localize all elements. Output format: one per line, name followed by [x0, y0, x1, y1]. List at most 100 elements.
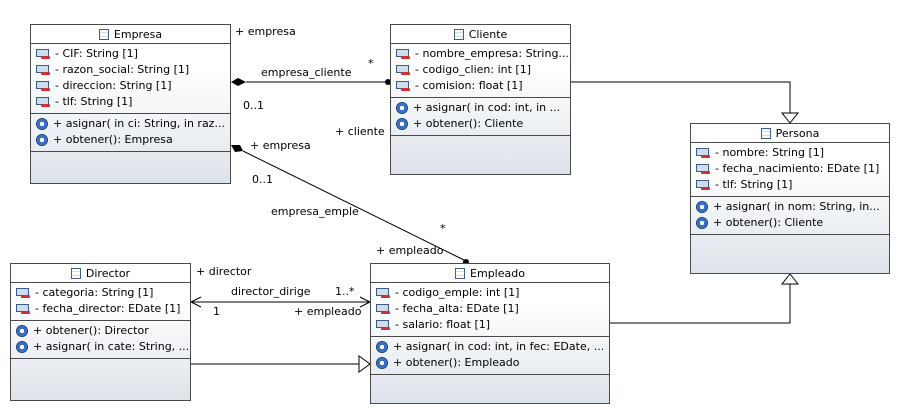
operation-gear-icon — [696, 217, 708, 229]
operation-row[interactable]: + asignar( in cod: int, in ... — [391, 100, 570, 116]
operation-text: + asignar( in cod: int, in ... — [413, 101, 561, 114]
class-empleado[interactable]: Empleado - codigo_emple: int [1] - fecha… — [370, 263, 610, 404]
attribute-text: - nombre_empresa: String... — [415, 47, 569, 60]
attribute-icon — [696, 179, 710, 191]
operation-gear-icon — [16, 325, 28, 337]
composition-diamond-empresa-empleado — [231, 145, 243, 152]
attributes-section: - codigo_emple: int [1] - fecha_alta: ED… — [371, 283, 609, 337]
open-arrow-director — [189, 296, 202, 308]
attribute-row[interactable]: - salario: float [1] — [371, 317, 609, 333]
class-director[interactable]: Director - categoria: String [1] - fecha… — [10, 263, 191, 401]
attribute-icon — [16, 287, 30, 299]
class-header[interactable]: Persona — [691, 124, 889, 143]
attribute-icon — [16, 303, 30, 315]
attribute-row[interactable]: - categoria: String [1] — [11, 285, 190, 301]
class-icon — [98, 29, 109, 40]
attribute-text: - direccion: String [1] — [55, 79, 172, 92]
association-empresa-emple-label: empresa_emple — [271, 205, 359, 218]
attribute-icon — [396, 48, 410, 60]
attribute-row[interactable]: - codigo_clien: int [1] — [391, 62, 570, 78]
class-name: Cliente — [468, 28, 508, 41]
attribute-icon — [696, 163, 710, 175]
attribute-icon — [36, 64, 50, 76]
attribute-text: - categoria: String [1] — [35, 286, 154, 299]
generalization-arrow-empleado — [780, 273, 800, 285]
class-icon — [455, 268, 466, 279]
attribute-text: - CIF: String [1] — [55, 47, 138, 60]
attribute-text: - fecha_alta: EDate [1] — [395, 302, 519, 315]
operation-row[interactable]: + obtener(): Cliente — [391, 116, 570, 132]
role-director: + director — [196, 265, 252, 278]
operation-row[interactable]: + asignar( in nom: String, in... — [691, 199, 889, 215]
attribute-row[interactable]: - codigo_emple: int [1] — [371, 285, 609, 301]
operations-section: + asignar( in cod: int, in fec: EDate, .… — [371, 337, 609, 375]
composition-diamond-empresa-cliente — [231, 78, 246, 86]
edge-empresa-empleado[interactable] — [242, 150, 467, 262]
generalization-arrow-director — [358, 355, 371, 373]
operation-row[interactable]: + asignar( in ci: String, in raz... — [31, 116, 230, 132]
role-empleado: + empleado — [294, 305, 362, 318]
operation-text: + obtener(): Cliente — [713, 216, 824, 229]
attribute-row[interactable]: - razon_social: String [1] — [31, 62, 230, 78]
class-header[interactable]: Cliente — [391, 25, 570, 44]
attribute-text: - tlf: String [1] — [715, 178, 793, 191]
operation-row[interactable]: + asignar( in cate: String, ... — [11, 339, 190, 355]
operation-gear-icon — [396, 102, 408, 114]
attribute-icon — [376, 287, 390, 299]
role-empleado-top: + empleado — [376, 244, 444, 257]
attribute-row[interactable]: - CIF: String [1] — [31, 46, 230, 62]
operation-gear-icon — [16, 341, 28, 353]
attribute-icon — [696, 147, 710, 159]
operation-gear-icon — [36, 118, 48, 130]
association-director-dirige-label: director_dirige — [231, 285, 311, 298]
attribute-text: - codigo_clien: int [1] — [415, 63, 532, 76]
role-cliente: + cliente — [335, 125, 385, 138]
attributes-section: - CIF: String [1] - razon_social: String… — [31, 44, 230, 114]
attribute-text: - fecha_director: EDate [1] — [35, 302, 181, 315]
attribute-icon — [376, 303, 390, 315]
attribute-row[interactable]: - tlf: String [1] — [31, 94, 230, 110]
class-icon — [760, 128, 771, 139]
class-icon — [453, 29, 464, 40]
class-cliente[interactable]: Cliente - nombre_empresa: String... - co… — [390, 24, 571, 175]
attribute-row[interactable]: - fecha_alta: EDate [1] — [371, 301, 609, 317]
attribute-icon — [376, 319, 390, 331]
operation-row[interactable]: + obtener(): Director — [11, 323, 190, 339]
generalization-arrow-cliente — [780, 112, 800, 124]
multiplicity-empresa-b: 0..1 — [252, 173, 273, 186]
operation-row[interactable]: + obtener(): Empleado — [371, 355, 609, 371]
edge-empleado-persona[interactable] — [610, 284, 791, 324]
operations-section: + asignar( in nom: String, in... + obten… — [691, 197, 889, 235]
attribute-row[interactable]: - fecha_nacimiento: EDate [1] — [691, 161, 889, 177]
class-header[interactable]: Empleado — [371, 264, 609, 283]
operation-text: + asignar( in cod: int, in fec: EDate, .… — [393, 340, 605, 353]
operation-gear-icon — [36, 134, 48, 146]
attribute-row[interactable]: - direccion: String [1] — [31, 78, 230, 94]
class-header[interactable]: Director — [11, 264, 190, 283]
class-name: Director — [85, 267, 131, 280]
operation-gear-icon — [376, 357, 388, 369]
attribute-row[interactable]: - comision: float [1] — [391, 78, 570, 94]
attribute-text: - codigo_emple: int [1] — [395, 286, 520, 299]
attribute-row[interactable]: - nombre_empresa: String... — [391, 46, 570, 62]
attribute-row[interactable]: - fecha_director: EDate [1] — [11, 301, 190, 317]
attribute-text: - fecha_nacimiento: EDate [1] — [715, 162, 880, 175]
class-icon — [70, 268, 81, 279]
operation-text: + asignar( in cate: String, ... — [33, 340, 190, 353]
operation-row[interactable]: + asignar( in cod: int, in fec: EDate, .… — [371, 339, 609, 355]
operation-text: + obtener(): Cliente — [413, 117, 524, 130]
class-empresa[interactable]: Empresa - CIF: String [1] - razon_social… — [30, 24, 231, 184]
attribute-row[interactable]: - nombre: String [1] — [691, 145, 889, 161]
multiplicity-empleado: * — [440, 222, 446, 235]
class-persona[interactable]: Persona - nombre: String [1] - fecha_nac… — [690, 123, 890, 274]
attributes-section: - nombre: String [1] - fecha_nacimiento:… — [691, 143, 889, 197]
operation-gear-icon — [376, 341, 388, 353]
operation-row[interactable]: + obtener(): Empresa — [31, 132, 230, 148]
attribute-text: - comision: float [1] — [415, 79, 523, 92]
attribute-row[interactable]: - tlf: String [1] — [691, 177, 889, 193]
operation-text: + obtener(): Director — [33, 324, 149, 337]
attribute-icon — [36, 96, 50, 108]
class-header[interactable]: Empresa — [31, 25, 230, 44]
operation-row[interactable]: + obtener(): Cliente — [691, 215, 889, 231]
edge-cliente-persona[interactable] — [570, 81, 791, 113]
